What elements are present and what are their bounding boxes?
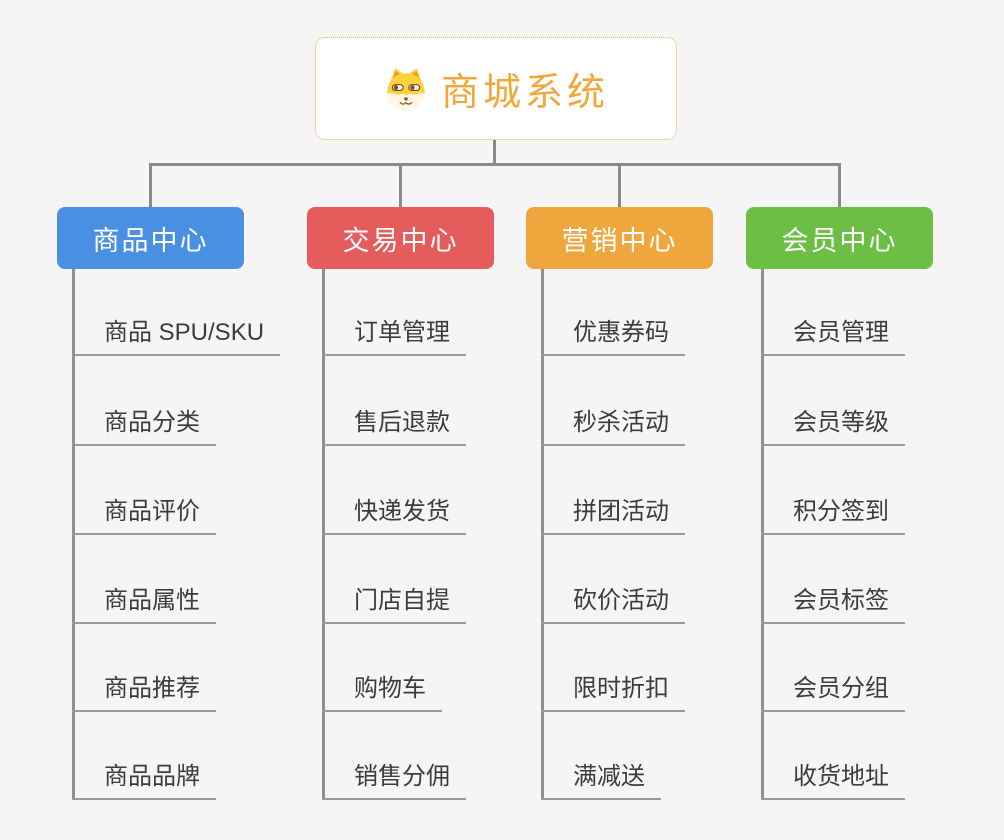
- top-connector-line: [149, 163, 841, 166]
- branch-label: 营销中心: [561, 225, 678, 256]
- leaf-node[interactable]: 商品推荐: [72, 674, 216, 712]
- branch-drop-line: [149, 163, 152, 207]
- leaf-node[interactable]: 商品属性: [72, 586, 216, 624]
- branch-node-2[interactable]: 交易中心: [307, 207, 494, 269]
- leaf-node[interactable]: 会员等级: [761, 408, 905, 446]
- leaf-node[interactable]: 限时折扣: [541, 674, 685, 712]
- root-stem-line: [493, 138, 496, 166]
- leaf-node[interactable]: 会员分组: [761, 674, 905, 712]
- leaf-node[interactable]: 秒杀活动: [541, 408, 685, 446]
- leaf-node[interactable]: 满减送: [541, 762, 661, 800]
- branch-label: 交易中心: [342, 225, 459, 256]
- branch-node-3[interactable]: 营销中心: [526, 207, 713, 269]
- leaf-node[interactable]: 会员标签: [761, 586, 905, 624]
- branch-drop-line: [618, 163, 621, 207]
- branch-node-1[interactable]: 商品中心: [57, 207, 244, 269]
- branch-drop-line: [838, 163, 841, 207]
- branch-drop-line: [399, 163, 402, 207]
- leaf-node[interactable]: 购物车: [322, 674, 442, 712]
- leaf-node[interactable]: 售后退款: [322, 408, 466, 446]
- leaf-node[interactable]: 拼团活动: [541, 497, 685, 535]
- leaf-node[interactable]: 销售分佣: [322, 762, 466, 800]
- root-node[interactable]: 商城系统: [315, 37, 677, 140]
- leaf-node[interactable]: 会员管理: [761, 318, 905, 356]
- leaf-node[interactable]: 门店自提: [322, 586, 466, 624]
- leaf-node[interactable]: 快递发货: [322, 497, 466, 535]
- leaf-node[interactable]: 商品分类: [72, 408, 216, 446]
- root-title: 商城系统: [440, 72, 609, 114]
- leaf-node[interactable]: 商品评价: [72, 497, 216, 535]
- dog-face-icon: [387, 67, 425, 111]
- branch-node-4[interactable]: 会员中心: [746, 207, 933, 269]
- leaf-node[interactable]: 优惠券码: [541, 318, 685, 356]
- leaf-node[interactable]: 订单管理: [322, 318, 466, 356]
- branch-label: 会员中心: [781, 225, 898, 256]
- leaf-node[interactable]: 砍价活动: [541, 586, 685, 624]
- branch-label: 商品中心: [92, 225, 209, 256]
- leaf-node[interactable]: 积分签到: [761, 497, 905, 535]
- leaf-node[interactable]: 商品品牌: [72, 762, 216, 800]
- leaf-node[interactable]: 收货地址: [761, 762, 905, 800]
- leaf-node[interactable]: 商品 SPU/SKU: [72, 318, 281, 356]
